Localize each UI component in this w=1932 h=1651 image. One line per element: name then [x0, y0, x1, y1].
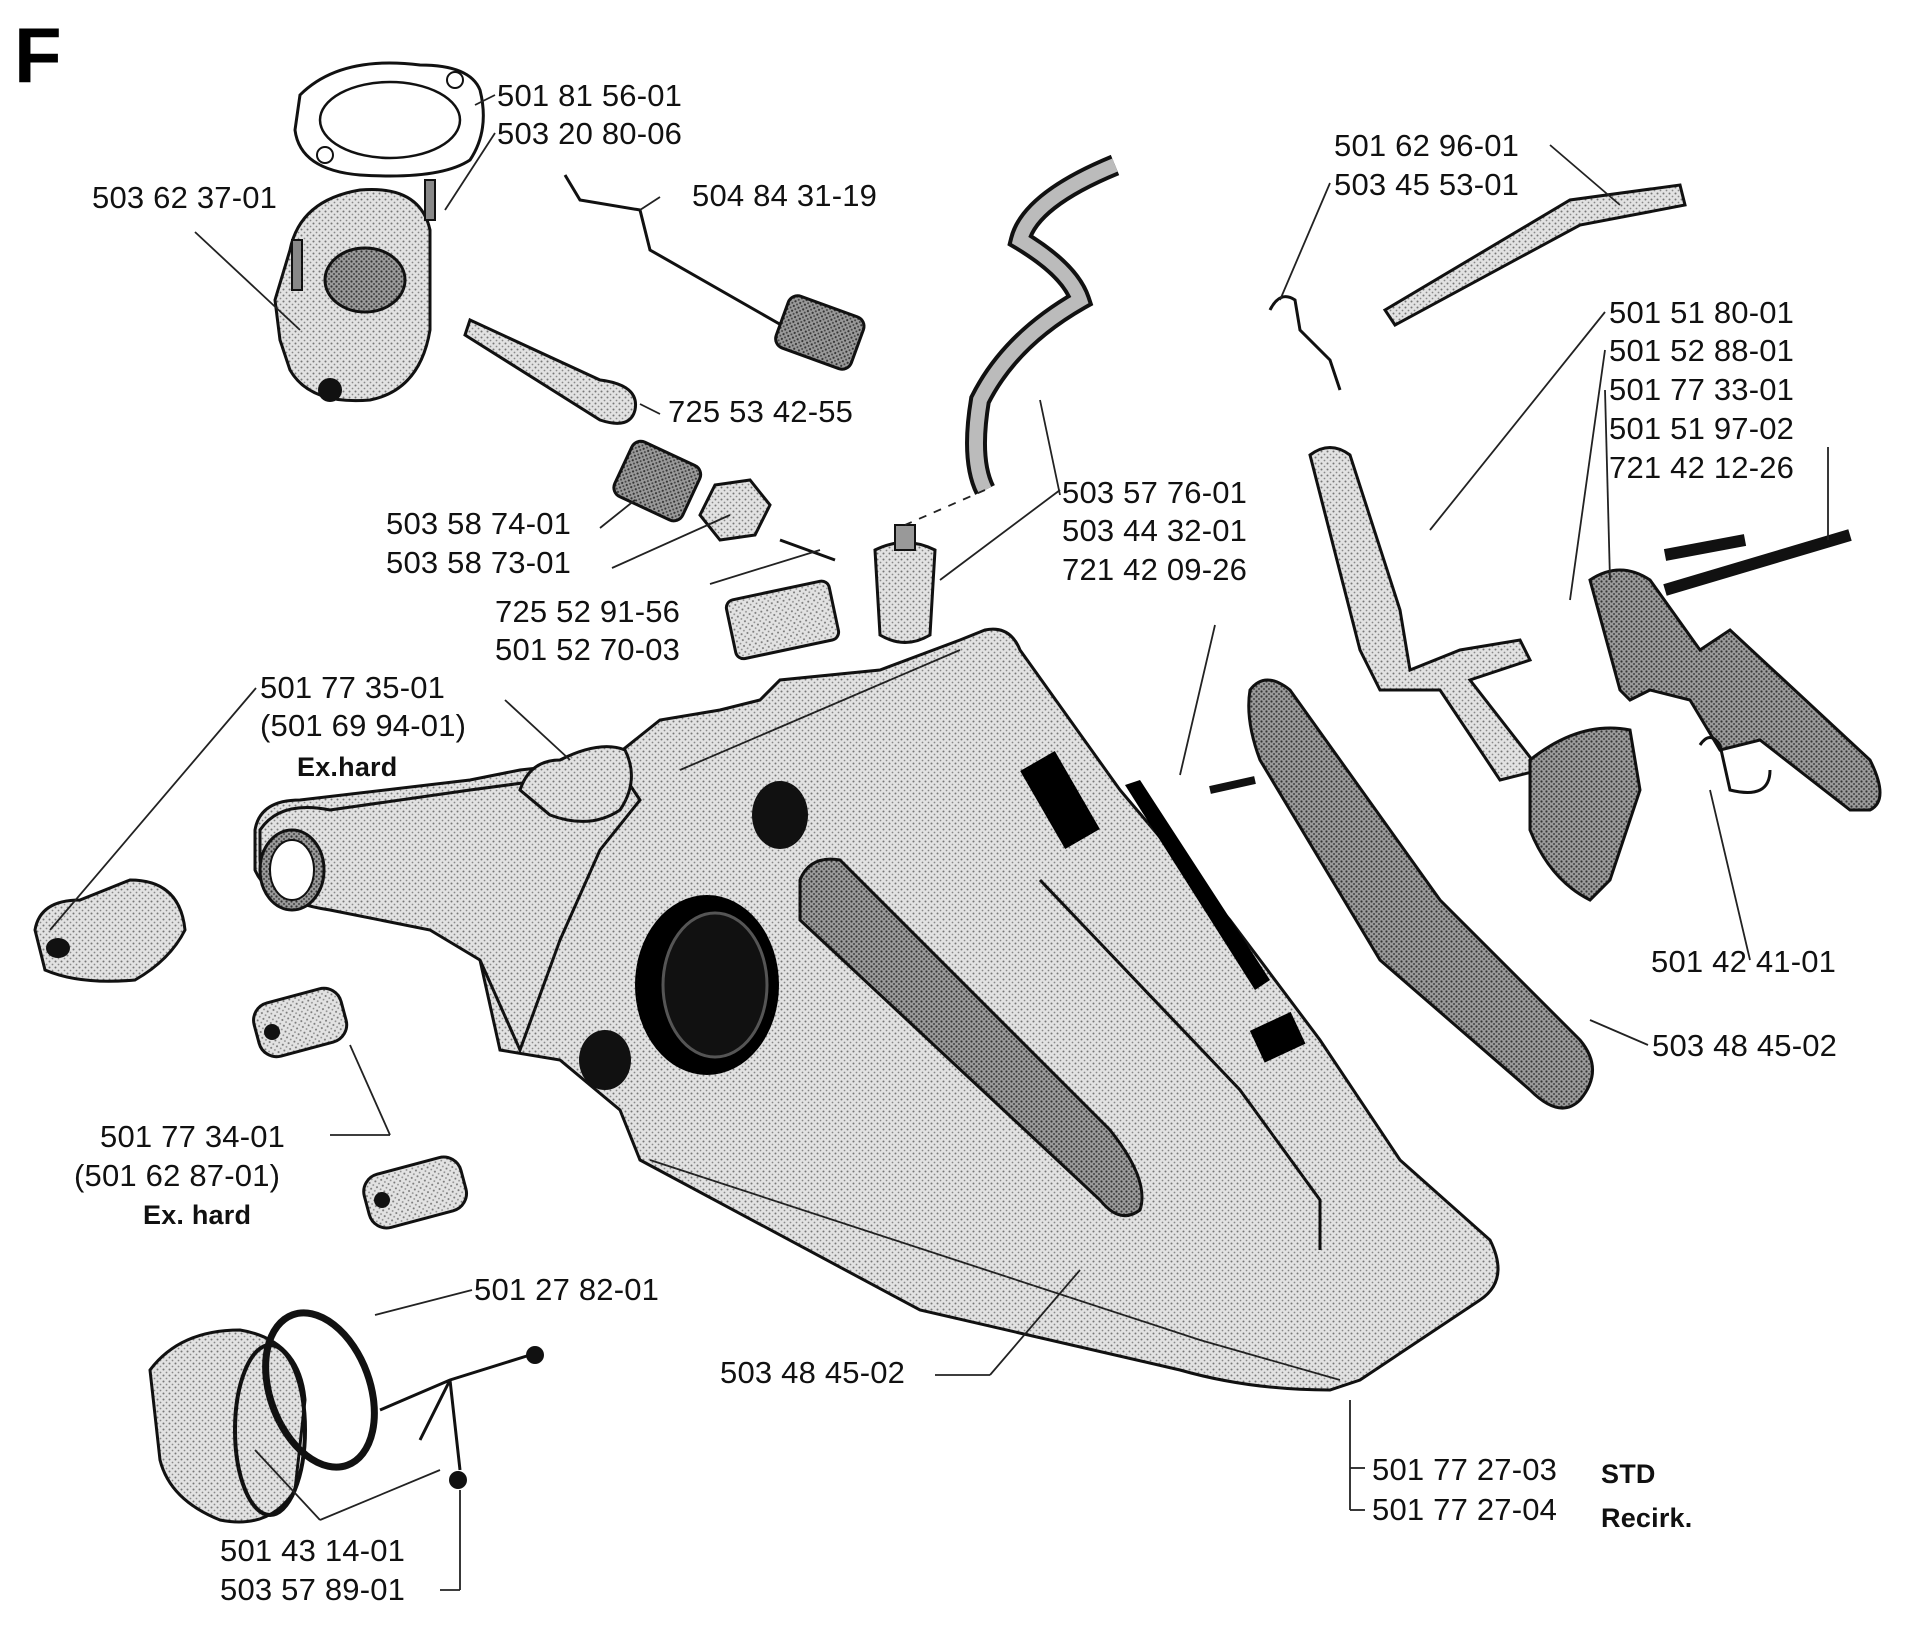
- pin-2: [1663, 529, 1852, 596]
- callout-501-51-80-01: 501 51 80-01: [1609, 295, 1795, 330]
- callout-721-42-12-26: 721 42 12-26: [1609, 450, 1795, 485]
- pin-1: [1663, 534, 1747, 561]
- callout-503-62-37-01: 503 62 37-01: [92, 180, 278, 215]
- trigger-spring: [1698, 736, 1772, 794]
- callout-501-77-34-01: 501 77 34-01: [100, 1119, 286, 1154]
- buffer-left: [33, 878, 187, 983]
- push-rod: [1382, 183, 1687, 327]
- callout-501-77-35-01: 501 77 35-01: [260, 670, 446, 705]
- callout-503-45-53-01: 503 45 53-01: [1334, 167, 1520, 202]
- o-ring: [262, 1309, 378, 1471]
- callout-503-48-45-02-right: 503 48 45-02: [1652, 1028, 1838, 1063]
- buffer-upper: [518, 745, 633, 823]
- trigger-cover: [1528, 726, 1642, 902]
- buffer-lower: [362, 1155, 468, 1230]
- callout-501-77-27-04: 501 77 27-04: [1372, 1492, 1558, 1527]
- cap-strap: [379, 1353, 531, 1471]
- leader-lines: [49, 94, 1829, 1591]
- callout-501-62-87-01: (501 62 87-01): [74, 1158, 281, 1193]
- oil-cap: [148, 1309, 544, 1524]
- bolt: [463, 317, 638, 425]
- callout-725-52-91-56: 725 52 91-56: [495, 594, 681, 629]
- callout-501-81-56-01: 501 81 56-01: [497, 78, 683, 113]
- callout-725-53-42-55: 725 53 42-55: [668, 394, 854, 429]
- oil-pump-body: [273, 179, 436, 403]
- callout-ex-hard-upper: Ex.hard: [297, 752, 398, 782]
- callout-501-51-97-02: 501 51 97-02: [1609, 411, 1795, 446]
- callout-503-58-74-01: 503 58 74-01: [386, 506, 572, 541]
- callout-503-20-80-06: 503 20 80-06: [497, 116, 683, 151]
- section-letter: F: [14, 11, 62, 99]
- callout-std: STD: [1601, 1459, 1656, 1489]
- callout-503-57-89-01: 503 57 89-01: [220, 1572, 406, 1607]
- callout-504-84-31-19: 504 84 31-19: [692, 178, 878, 213]
- callout-503-57-76-01: 503 57 76-01: [1062, 475, 1248, 510]
- throttle-lever: [1308, 446, 1543, 782]
- spring-clip: [1268, 295, 1342, 391]
- pump-pad: [774, 294, 866, 371]
- callout-501-52-88-01: 501 52 88-01: [1609, 333, 1795, 368]
- nut: [698, 478, 772, 542]
- callout-501-42-41-01: 501 42 41-01: [1651, 944, 1837, 979]
- valve-block: [724, 579, 841, 661]
- oil-filter: [873, 524, 937, 644]
- cover-plate: [1247, 678, 1594, 1110]
- screw: [779, 538, 836, 562]
- callout-501-62-96-01: 501 62 96-01: [1334, 128, 1520, 163]
- callout-501-43-14-01: 501 43 14-01: [220, 1533, 406, 1568]
- callout-501-27-82-01: 501 27 82-01: [474, 1272, 660, 1307]
- callout-501-69-94-01: (501 69 94-01): [260, 708, 467, 743]
- callout-503-44-32-01: 503 44 32-01: [1062, 513, 1248, 548]
- sleeve: [612, 439, 703, 523]
- gasket: [293, 61, 485, 178]
- callout-721-42-09-26: 721 42 09-26: [1062, 552, 1248, 587]
- callout-503-48-45-02-bottom: 503 48 45-02: [720, 1355, 906, 1390]
- callout-ex-hard-lower: Ex. hard: [143, 1200, 252, 1230]
- pin-3: [1209, 776, 1256, 794]
- callout-recirk: Recirk.: [1601, 1503, 1693, 1533]
- callout-501-77-27-03: 501 77 27-03: [1372, 1452, 1558, 1487]
- throttle-trigger: [1588, 568, 1882, 812]
- callout-501-52-70-03: 501 52 70-03: [495, 632, 681, 667]
- buffer-middle: [252, 986, 349, 1059]
- callout-503-58-73-01: 503 58 73-01: [386, 545, 572, 580]
- callout-501-77-33-01: 501 77 33-01: [1609, 372, 1795, 407]
